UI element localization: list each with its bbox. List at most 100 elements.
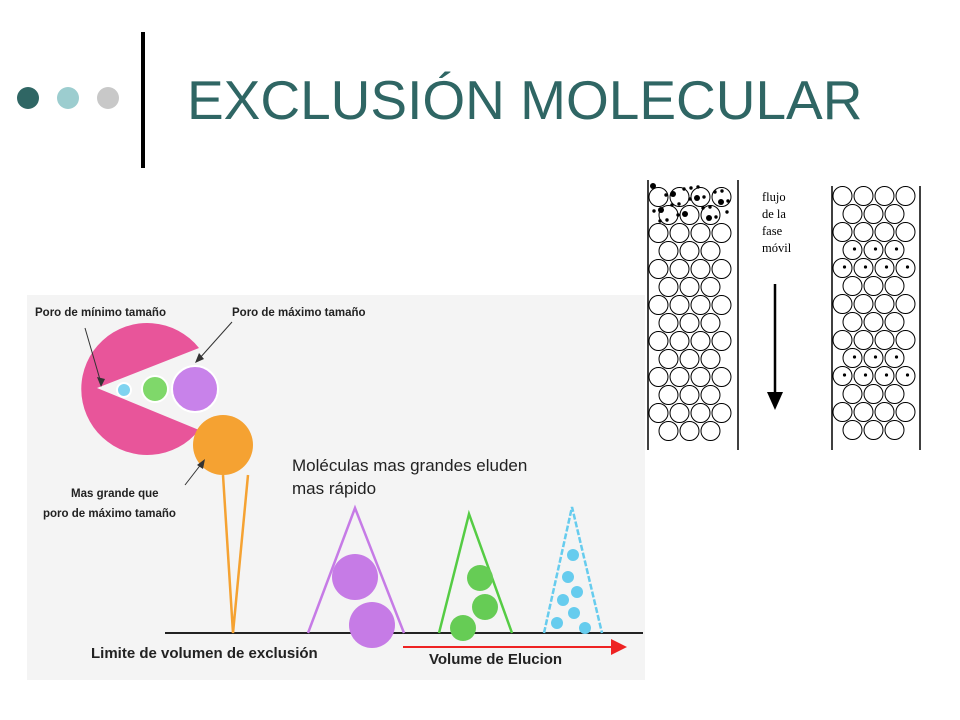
column-bead (690, 187, 711, 207)
peak-small-molecule (551, 617, 563, 629)
diagram-graphics (81, 321, 643, 655)
solute-particle (702, 195, 706, 199)
solute-particle (720, 189, 724, 193)
peak-small-molecule (579, 622, 591, 634)
column-bead (842, 204, 863, 224)
peak-small-molecule (562, 571, 574, 583)
solute-particle (842, 373, 847, 377)
peak-large-molecule (349, 602, 395, 648)
solute-particle (863, 373, 868, 377)
peak-small-molecule (568, 607, 580, 619)
column-bead (669, 187, 690, 207)
column-bead (895, 366, 916, 386)
column-bead (700, 241, 721, 261)
solute-particle (701, 206, 705, 210)
solute-particle (884, 265, 889, 269)
column-bead (648, 295, 669, 315)
column-bead (679, 277, 700, 297)
solute-particle (852, 355, 857, 359)
max-pore-arrowhead (195, 353, 204, 363)
column-bead (679, 349, 700, 369)
solute-particle (708, 205, 712, 209)
column-diagram (647, 180, 921, 450)
column-bead (679, 385, 700, 405)
column-bead (842, 276, 863, 296)
elute-label-line1: Moléculas mas grandes eluden (292, 456, 528, 475)
solute-particle (725, 210, 729, 214)
solute-particle (688, 197, 692, 201)
column-bead (884, 240, 905, 260)
column-bead (690, 367, 711, 387)
max-pore-pointer (198, 321, 233, 360)
solute-particle (873, 247, 878, 251)
flow-label: flujo de la fase móvil (762, 189, 791, 257)
column-bead (648, 331, 669, 351)
solute-particle (905, 373, 910, 377)
column-bead (648, 403, 669, 423)
porous-bead (81, 323, 199, 455)
column-bead (711, 259, 732, 279)
solute-particle (852, 247, 857, 251)
flow-label-line: flujo (762, 190, 786, 204)
column-bead (679, 421, 700, 441)
flow-label-line: móvil (762, 241, 792, 255)
max-pore-label: Poro de máximo tamaño (232, 307, 366, 319)
large-molecule-peak (306, 504, 406, 634)
column-bead (679, 241, 700, 261)
small-molecule (116, 382, 132, 398)
column-bead (884, 312, 905, 332)
column-bead (863, 276, 884, 296)
column-bead (832, 294, 853, 314)
column-bead (669, 259, 690, 279)
column-bead (874, 294, 895, 314)
solute-particle (689, 186, 693, 190)
elute-label-line2: mas rápido (292, 479, 377, 498)
solute-particle (873, 355, 878, 359)
left-column-beads (648, 183, 732, 441)
column-bead (690, 403, 711, 423)
column-bead (863, 240, 884, 260)
column-bead (648, 259, 669, 279)
column-bead (669, 295, 690, 315)
column-bead (700, 421, 721, 441)
elute-label: Moléculas mas grandes eluden mas rápido (292, 454, 612, 500)
column-bead (648, 223, 669, 243)
bullet-dark (17, 87, 39, 109)
column-bead (711, 403, 732, 423)
column-bead (700, 385, 721, 405)
min-pore-pointer (84, 327, 102, 384)
column-bead (884, 420, 905, 440)
column-bead (842, 312, 863, 332)
peak-medium-molecule (467, 565, 493, 591)
column-bead (884, 204, 905, 224)
column-bead (853, 186, 874, 206)
column-bead (874, 366, 895, 386)
column-bead (853, 294, 874, 314)
solute-particle (658, 207, 664, 213)
solute-particle (894, 247, 899, 251)
column-bead (658, 421, 679, 441)
column-bead (679, 313, 700, 333)
column-bead (874, 330, 895, 350)
exclusion-peak (221, 474, 250, 634)
solute-particle (706, 215, 712, 221)
column-bead (711, 331, 732, 351)
solute-particle (863, 265, 868, 269)
solute-particle (676, 213, 680, 217)
solute-particle (652, 209, 656, 213)
title-divider (141, 32, 145, 168)
column-bead (669, 223, 690, 243)
column-bead (853, 366, 874, 386)
larger-label-line2: poro de máximo tamaño (43, 508, 176, 520)
column-bead (832, 186, 853, 206)
column-bead (658, 241, 679, 261)
column-bead (842, 384, 863, 404)
column-bead (842, 420, 863, 440)
column-bead (874, 186, 895, 206)
solute-particle (664, 193, 668, 197)
column-bead (863, 204, 884, 224)
peak-small-molecule (571, 586, 583, 598)
column-bead (895, 222, 916, 242)
column-bead (863, 312, 884, 332)
column-bead (853, 402, 874, 422)
